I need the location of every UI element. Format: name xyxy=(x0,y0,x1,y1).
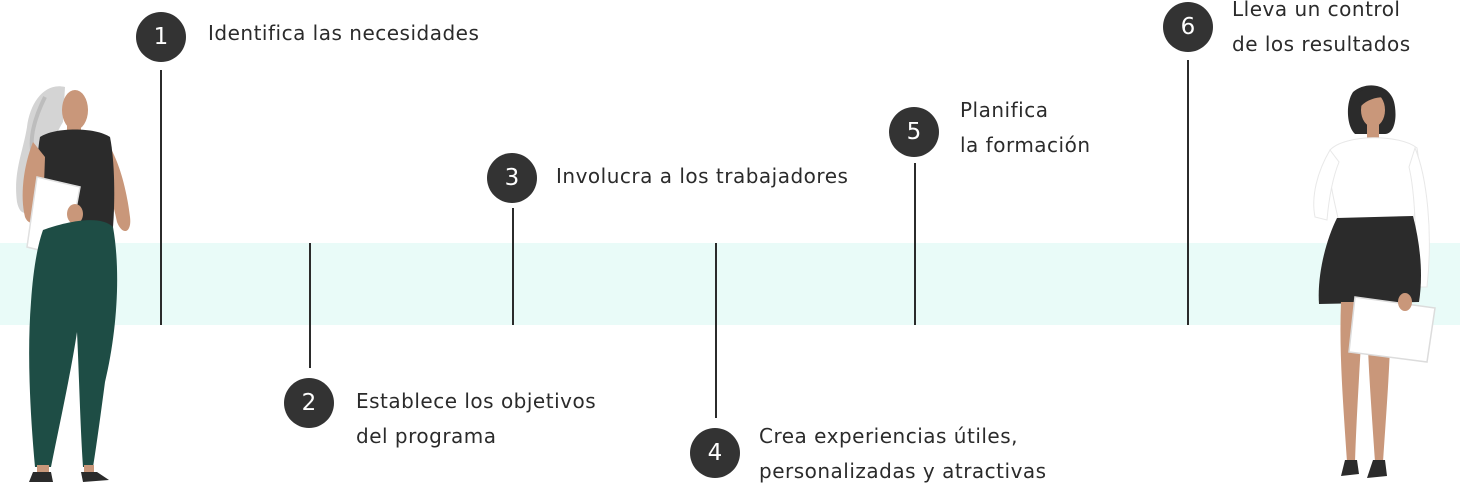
step-2-connector xyxy=(309,243,311,368)
woman-right-illustration xyxy=(1313,85,1436,478)
step-2-number-badge: 2 xyxy=(284,378,334,428)
step-6-label-line-2: de los resultados xyxy=(1232,32,1411,56)
step-3-number-badge: 3 xyxy=(487,153,537,203)
woman-left-illustration xyxy=(16,86,131,482)
step-6-connector xyxy=(1187,60,1189,325)
step-2-label-line-2: del programa xyxy=(356,424,497,448)
step-2-label-line-1: Establece los objetivos xyxy=(356,389,597,413)
step-4-label-line-2: personalizadas y atractivas xyxy=(759,459,1047,483)
step-3-label-line-1: Involucra a los trabajadores xyxy=(556,164,849,188)
step-1-connector xyxy=(160,70,162,325)
step-1-number-badge: 1 xyxy=(136,12,186,62)
step-4-label-line-1: Crea experiencias útiles, xyxy=(759,424,1019,448)
step-4-connector xyxy=(715,243,717,418)
step-5-label: Planifica la formación xyxy=(960,93,1091,163)
step-1-label-line-1: Identifica las necesidades xyxy=(208,21,480,45)
step-3-label: Involucra a los trabajadores xyxy=(556,159,848,194)
step-3-connector xyxy=(512,208,514,325)
step-6-label-line-1: Lleva un control xyxy=(1232,0,1401,21)
step-1-label: Identifica las necesidades xyxy=(208,16,479,51)
step-4-label: Crea experiencias útiles, personalizadas… xyxy=(759,419,1047,489)
step-2-label: Establece los objetivos del programa xyxy=(356,384,596,454)
step-5-label-line-2: la formación xyxy=(960,133,1091,157)
step-6-label: Lleva un control de los resultados xyxy=(1232,0,1411,62)
step-5-connector xyxy=(914,163,916,325)
step-6-number-badge: 6 xyxy=(1163,2,1213,52)
step-5-label-line-1: Planifica xyxy=(960,98,1049,122)
step-4-number-badge: 4 xyxy=(690,428,740,478)
step-5-number-badge: 5 xyxy=(889,107,939,157)
timeline-band xyxy=(0,243,1460,325)
